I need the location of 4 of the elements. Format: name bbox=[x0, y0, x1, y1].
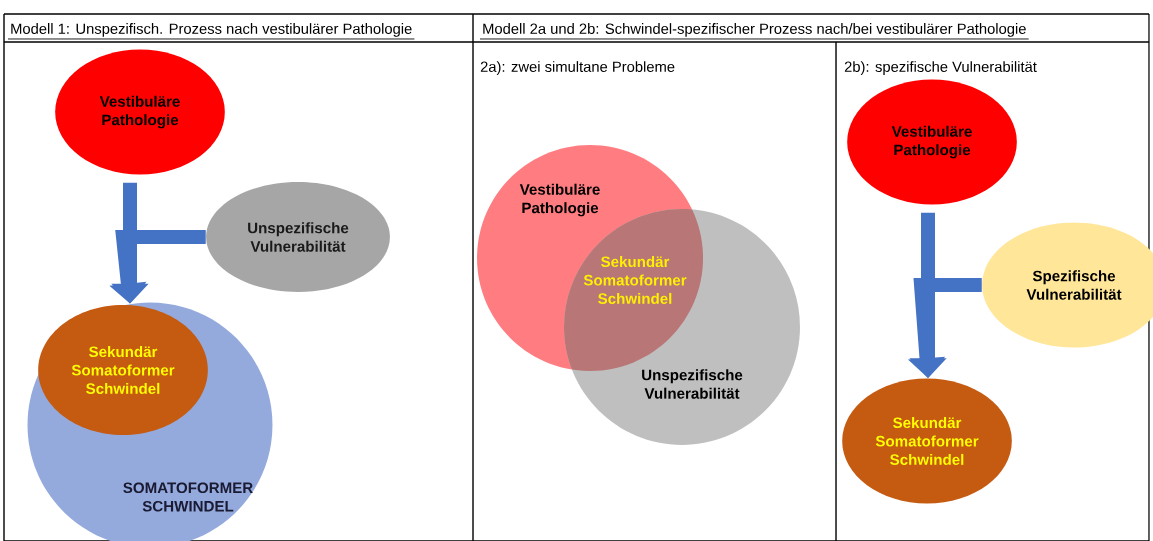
column-heading: Modell 1: Unspezifisch. Prozess nach vestibulärer Pathologie bbox=[7, 23, 415, 40]
column-heading: Modell 2a und 2b: Schwindel-spezifischer Prozess nach/bei vestibulärer Pathologie bbox=[479, 23, 1030, 40]
overlap-text: Sekundär Somatoformer Schwindel bbox=[583, 256, 687, 304]
panel-heading: 2a): zwei simultane Probleme bbox=[480, 61, 675, 75]
